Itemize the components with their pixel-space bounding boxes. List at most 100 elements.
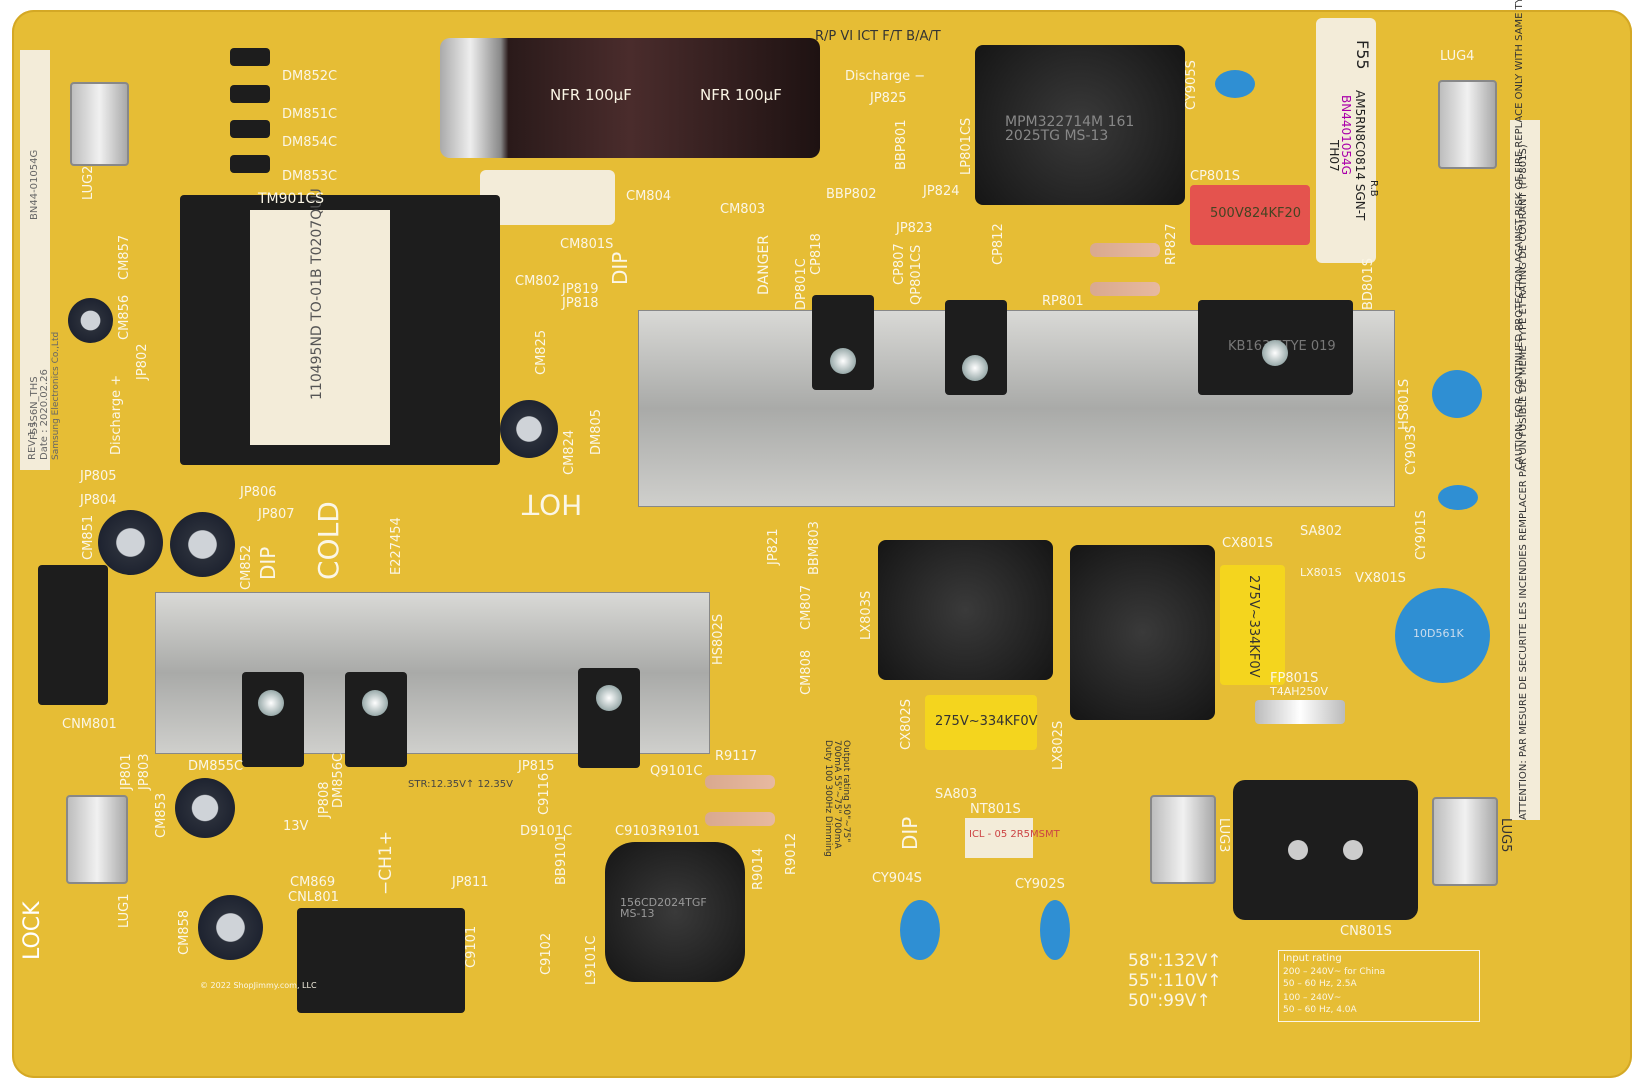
silkscreen-label-jp815: JP815: [518, 759, 555, 774]
screw-icon: [258, 690, 284, 716]
silkscreen-label-lug4: LUG4: [1440, 49, 1475, 64]
silkscreen-label-copyright: © 2022 ShopJimmy.com, LLC: [200, 981, 317, 990]
screw-icon: [962, 355, 988, 381]
silkscreen-label-serial: AM5RN8C0814 SGN-T: [1353, 90, 1367, 221]
lug1: [66, 795, 128, 884]
silkscreen-label-jp825: JP825: [870, 91, 907, 106]
silkscreen-label-dip1: DIP: [256, 546, 280, 580]
silkscreen-label-varistor: 10D561K: [1413, 627, 1464, 640]
silkscreen-label-r9014: R9014: [751, 847, 766, 890]
silkscreen-label-yellow-cap1: 275V~334KF0V: [1246, 575, 1261, 678]
silkscreen-label-red-cap-text: 500V824KF20: [1210, 206, 1302, 221]
silkscreen-label-cm856: CM856: [117, 294, 132, 340]
ntc-nt801s: ICL - 05 2R5MSMT: [965, 818, 1060, 858]
silkscreen-label-jp805: JP805: [80, 469, 117, 484]
silkscreen-label-lp801cs: LP801CS: [959, 117, 974, 175]
silkscreen-label-cm802: CM802: [515, 274, 561, 289]
transformer-label: 110495ND TO-01B T0207QUU: [250, 188, 390, 445]
silkscreen-label-v50: 50":99V↑: [1128, 991, 1211, 1011]
diode-dm851c: [230, 85, 270, 103]
capacitor-cm851: [98, 510, 163, 575]
silkscreen-label-cap-text: NFR 100µF: [700, 86, 782, 104]
silkscreen-label-vx801s: VX801S: [1355, 571, 1406, 586]
silkscreen-label-jp811: JP811: [452, 875, 489, 890]
silkscreen-label-jp804: JP804: [80, 493, 117, 508]
silkscreen-label-discharge-minus: Discharge −: [845, 69, 926, 84]
silkscreen-label-jp824: JP824: [923, 184, 960, 199]
silkscreen-label-inductor-text: MPM322714M 161 2025TG MS-13: [1005, 114, 1135, 144]
silkscreen-label-c9103: C9103: [615, 824, 658, 839]
silkscreen-label-rb: R.B: [1368, 180, 1379, 197]
diode-dm852c: [230, 48, 270, 66]
silkscreen-label-hs802s: HS802S: [711, 613, 726, 665]
silkscreen-label-c9101: C9101: [464, 925, 479, 968]
socket-pin: [1288, 840, 1308, 860]
silkscreen-label-jp806: JP806: [240, 485, 277, 500]
silkscreen-label-maker: Samsung Electronics Co.,Ltd: [51, 331, 61, 460]
silkscreen-label-jp807: JP807: [258, 507, 295, 522]
capacitor-cy901s: [1438, 485, 1478, 510]
silkscreen-label-dp801c: DP801C: [794, 258, 809, 310]
silkscreen-label-cm807: CM807: [799, 584, 814, 630]
capacitor-cy904s: [900, 900, 940, 960]
silkscreen-label-cy903s: CY903S: [1404, 425, 1419, 475]
lug3: [1150, 795, 1216, 884]
silkscreen-label-dm805: DM805: [589, 408, 604, 455]
silkscreen-label-lug2: LUG2: [81, 165, 96, 200]
capacitor-cy903s: [1432, 370, 1482, 418]
silkscreen-label-code: BN44-01054G: [29, 149, 40, 220]
transistor-dm855c: [242, 672, 304, 767]
silkscreen-label-cm804: CM804: [626, 189, 672, 204]
resistor-r9117: [705, 775, 775, 789]
silkscreen-label-hs801s: HS801S: [1397, 378, 1412, 430]
silkscreen-label-cm825: CM825: [534, 329, 549, 375]
silkscreen-label-cm858: CM858: [177, 909, 192, 955]
silkscreen-label-cm857: CM857: [117, 234, 132, 280]
silkscreen-label-cnl801-table: Output rating 50"~75" 700mA 55"~75" 700m…: [823, 740, 851, 857]
silkscreen-label-dip2: DIP: [608, 251, 632, 285]
ac-socket-cn801s[interactable]: [1233, 780, 1418, 920]
silkscreen-label-yellow-cap2: 275V~334KF0V: [935, 714, 1038, 729]
silkscreen-label-dm853c: DM853C: [282, 169, 338, 184]
silkscreen-label-part: BN4401054G: [1339, 95, 1353, 175]
model-strip: [20, 50, 50, 470]
silkscreen-label-bd801s: BD801S: [1361, 258, 1376, 310]
silkscreen-label-cy901s: CY901S: [1414, 510, 1429, 560]
silkscreen-label-cm853: CM853: [154, 792, 169, 838]
silkscreen-label-fp801s: FP801S: [1270, 671, 1319, 686]
screw-icon: [830, 348, 856, 374]
resistor-rp827: [1090, 243, 1160, 257]
silkscreen-label-rp801: RP801: [1042, 294, 1084, 309]
ceramic-resistor: [480, 170, 615, 225]
connector-cnm801[interactable]: [38, 565, 108, 705]
silkscreen-label-sa802: SA802: [1300, 524, 1343, 539]
inductor-l9101c: 156CD2024TGF MS-13: [605, 842, 745, 982]
silkscreen-label-lx803s: LX803S: [859, 590, 874, 640]
silkscreen-label-hot: HOT: [522, 488, 583, 521]
connector-cnl801[interactable]: [297, 908, 465, 1013]
capacitor-cy905s: [1215, 70, 1255, 98]
screw-icon: [362, 690, 388, 716]
silkscreen-label-lug1: LUG1: [117, 893, 132, 928]
silkscreen-label-cnm801: CNM801: [62, 717, 117, 732]
silkscreen-label-jp803: JP803: [137, 753, 152, 791]
capacitor-cm824: [500, 400, 558, 458]
silkscreen-label-bbm803: BBM803: [807, 521, 822, 575]
silkscreen-label-cap-text: NFR 100µF: [550, 86, 632, 104]
lug5: [1432, 797, 1498, 886]
silkscreen-label-r9101: R9101: [658, 824, 701, 839]
silkscreen-label-cm808: CM808: [799, 649, 814, 695]
silkscreen-label-r9012: R9012: [784, 832, 799, 875]
silkscreen-label-lx801s: LX801S: [1300, 566, 1342, 579]
silkscreen-label-dm852c: DM852C: [282, 69, 338, 84]
silkscreen-label-l9101c: L9101C: [584, 935, 599, 985]
inductor-lp801cs: MPM322714M 161 2025TG MS-13: [975, 45, 1185, 205]
silkscreen-label-cold: COLD: [312, 501, 345, 580]
silkscreen-label-cm801s: CM801S: [560, 237, 614, 252]
silkscreen-label-jp818: JP818: [562, 296, 599, 311]
silkscreen-label-bb9101: BB9101: [554, 834, 569, 885]
capacitor-cm852: [170, 512, 235, 577]
silkscreen-label-cx801s: CX801S: [1222, 536, 1274, 551]
silkscreen-label-cm851: CM851: [81, 514, 96, 560]
silkscreen-label-v13: 13V: [283, 819, 309, 834]
